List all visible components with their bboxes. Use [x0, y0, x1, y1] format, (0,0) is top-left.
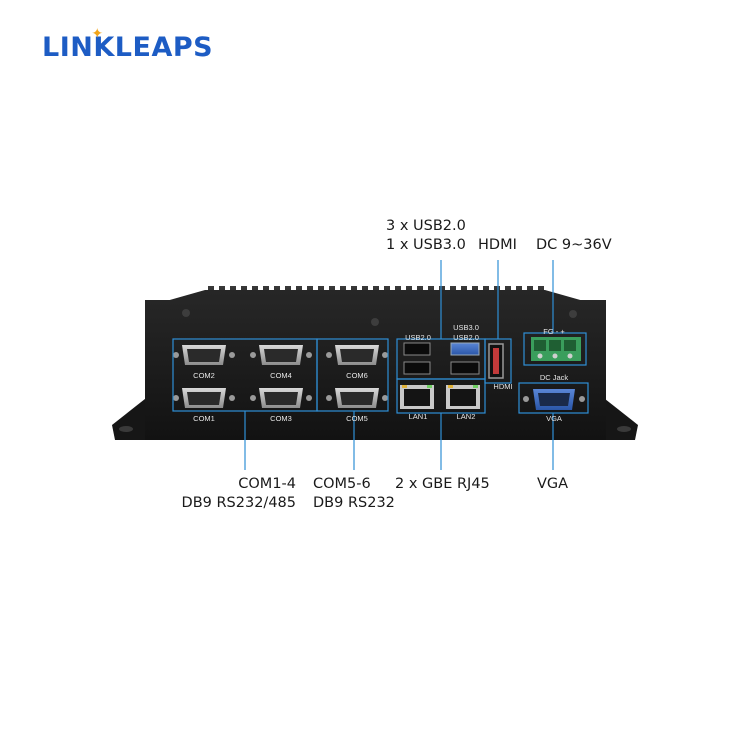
usb-ports	[403, 342, 480, 375]
label-lan1: LAN1	[409, 412, 428, 421]
label-usb2: USB2.0	[405, 333, 431, 342]
usb2-port-bottom	[403, 361, 431, 375]
callout-com14-line1: COM1-4	[238, 476, 296, 492]
callout-com14: COM1-4 DB9 RS232/485	[170, 475, 296, 513]
label-com6: COM6	[346, 371, 368, 380]
label-usb2b: USB2.0	[453, 333, 479, 342]
label-dcjack: DC Jack	[540, 373, 569, 382]
label-usb3: USB3.0	[453, 323, 479, 332]
hdmi-port	[488, 343, 504, 379]
logo-text-leaps: LEAPS	[114, 32, 214, 63]
usb2-port-top	[403, 342, 431, 356]
label-com4: COM4	[270, 371, 292, 380]
callout-lines	[172, 260, 589, 470]
label-fg: FG - +	[543, 327, 565, 336]
com6-port	[326, 345, 388, 365]
logo-text-lin: LIN	[42, 32, 94, 63]
usb2-port-right	[450, 361, 480, 375]
callout-com56-line2: DB9 RS232	[313, 495, 395, 511]
lan2-port	[446, 385, 480, 409]
label-com5: COM5	[346, 414, 368, 423]
lan1-port	[400, 385, 434, 409]
lan-ports	[400, 385, 480, 409]
mounting-flange-right	[600, 395, 638, 440]
brand-logo: LINK✦LEAPS	[42, 26, 214, 63]
callout-com14-line2: DB9 RS232/485	[181, 495, 296, 511]
callout-hdmi: HDMI	[478, 237, 517, 253]
callout-usb-line1: 3 x USB2.0	[386, 218, 466, 234]
callout-dc: DC 9~36V	[536, 237, 612, 253]
spark-icon: ✦	[91, 26, 104, 42]
label-vga: VGA	[546, 414, 562, 423]
usb3-port	[450, 342, 480, 356]
callout-com56: COM5-6 DB9 RS232	[313, 475, 395, 513]
label-hdmi: HDMI	[493, 382, 512, 391]
mounting-flange-left	[112, 395, 150, 440]
callout-lan: 2 x GBE RJ45	[395, 476, 490, 492]
callout-vga: VGA	[537, 476, 569, 492]
logo-text-k: K✦	[91, 26, 115, 63]
com5-port	[326, 388, 388, 408]
callout-usb-line2: 1 x USB3.0	[386, 237, 466, 253]
label-lan2: LAN2	[457, 412, 476, 421]
power-terminal-block	[531, 337, 581, 361]
callout-usb: 3 x USB2.0 1 x USB3.0	[386, 217, 466, 255]
callout-com56-line1: COM5-6	[313, 476, 371, 492]
label-com2: COM2	[193, 371, 215, 380]
com4-port	[250, 345, 312, 365]
com-ports	[173, 345, 388, 408]
vga-port	[523, 389, 585, 410]
label-com3: COM3	[270, 414, 292, 423]
com1-port	[173, 388, 235, 408]
com3-port	[250, 388, 312, 408]
com2-port	[173, 345, 235, 365]
port-labels: COM2 COM4 COM6 COM1 COM3 COM5 USB2.0 USB…	[193, 323, 568, 423]
label-com1: COM1	[193, 414, 215, 423]
